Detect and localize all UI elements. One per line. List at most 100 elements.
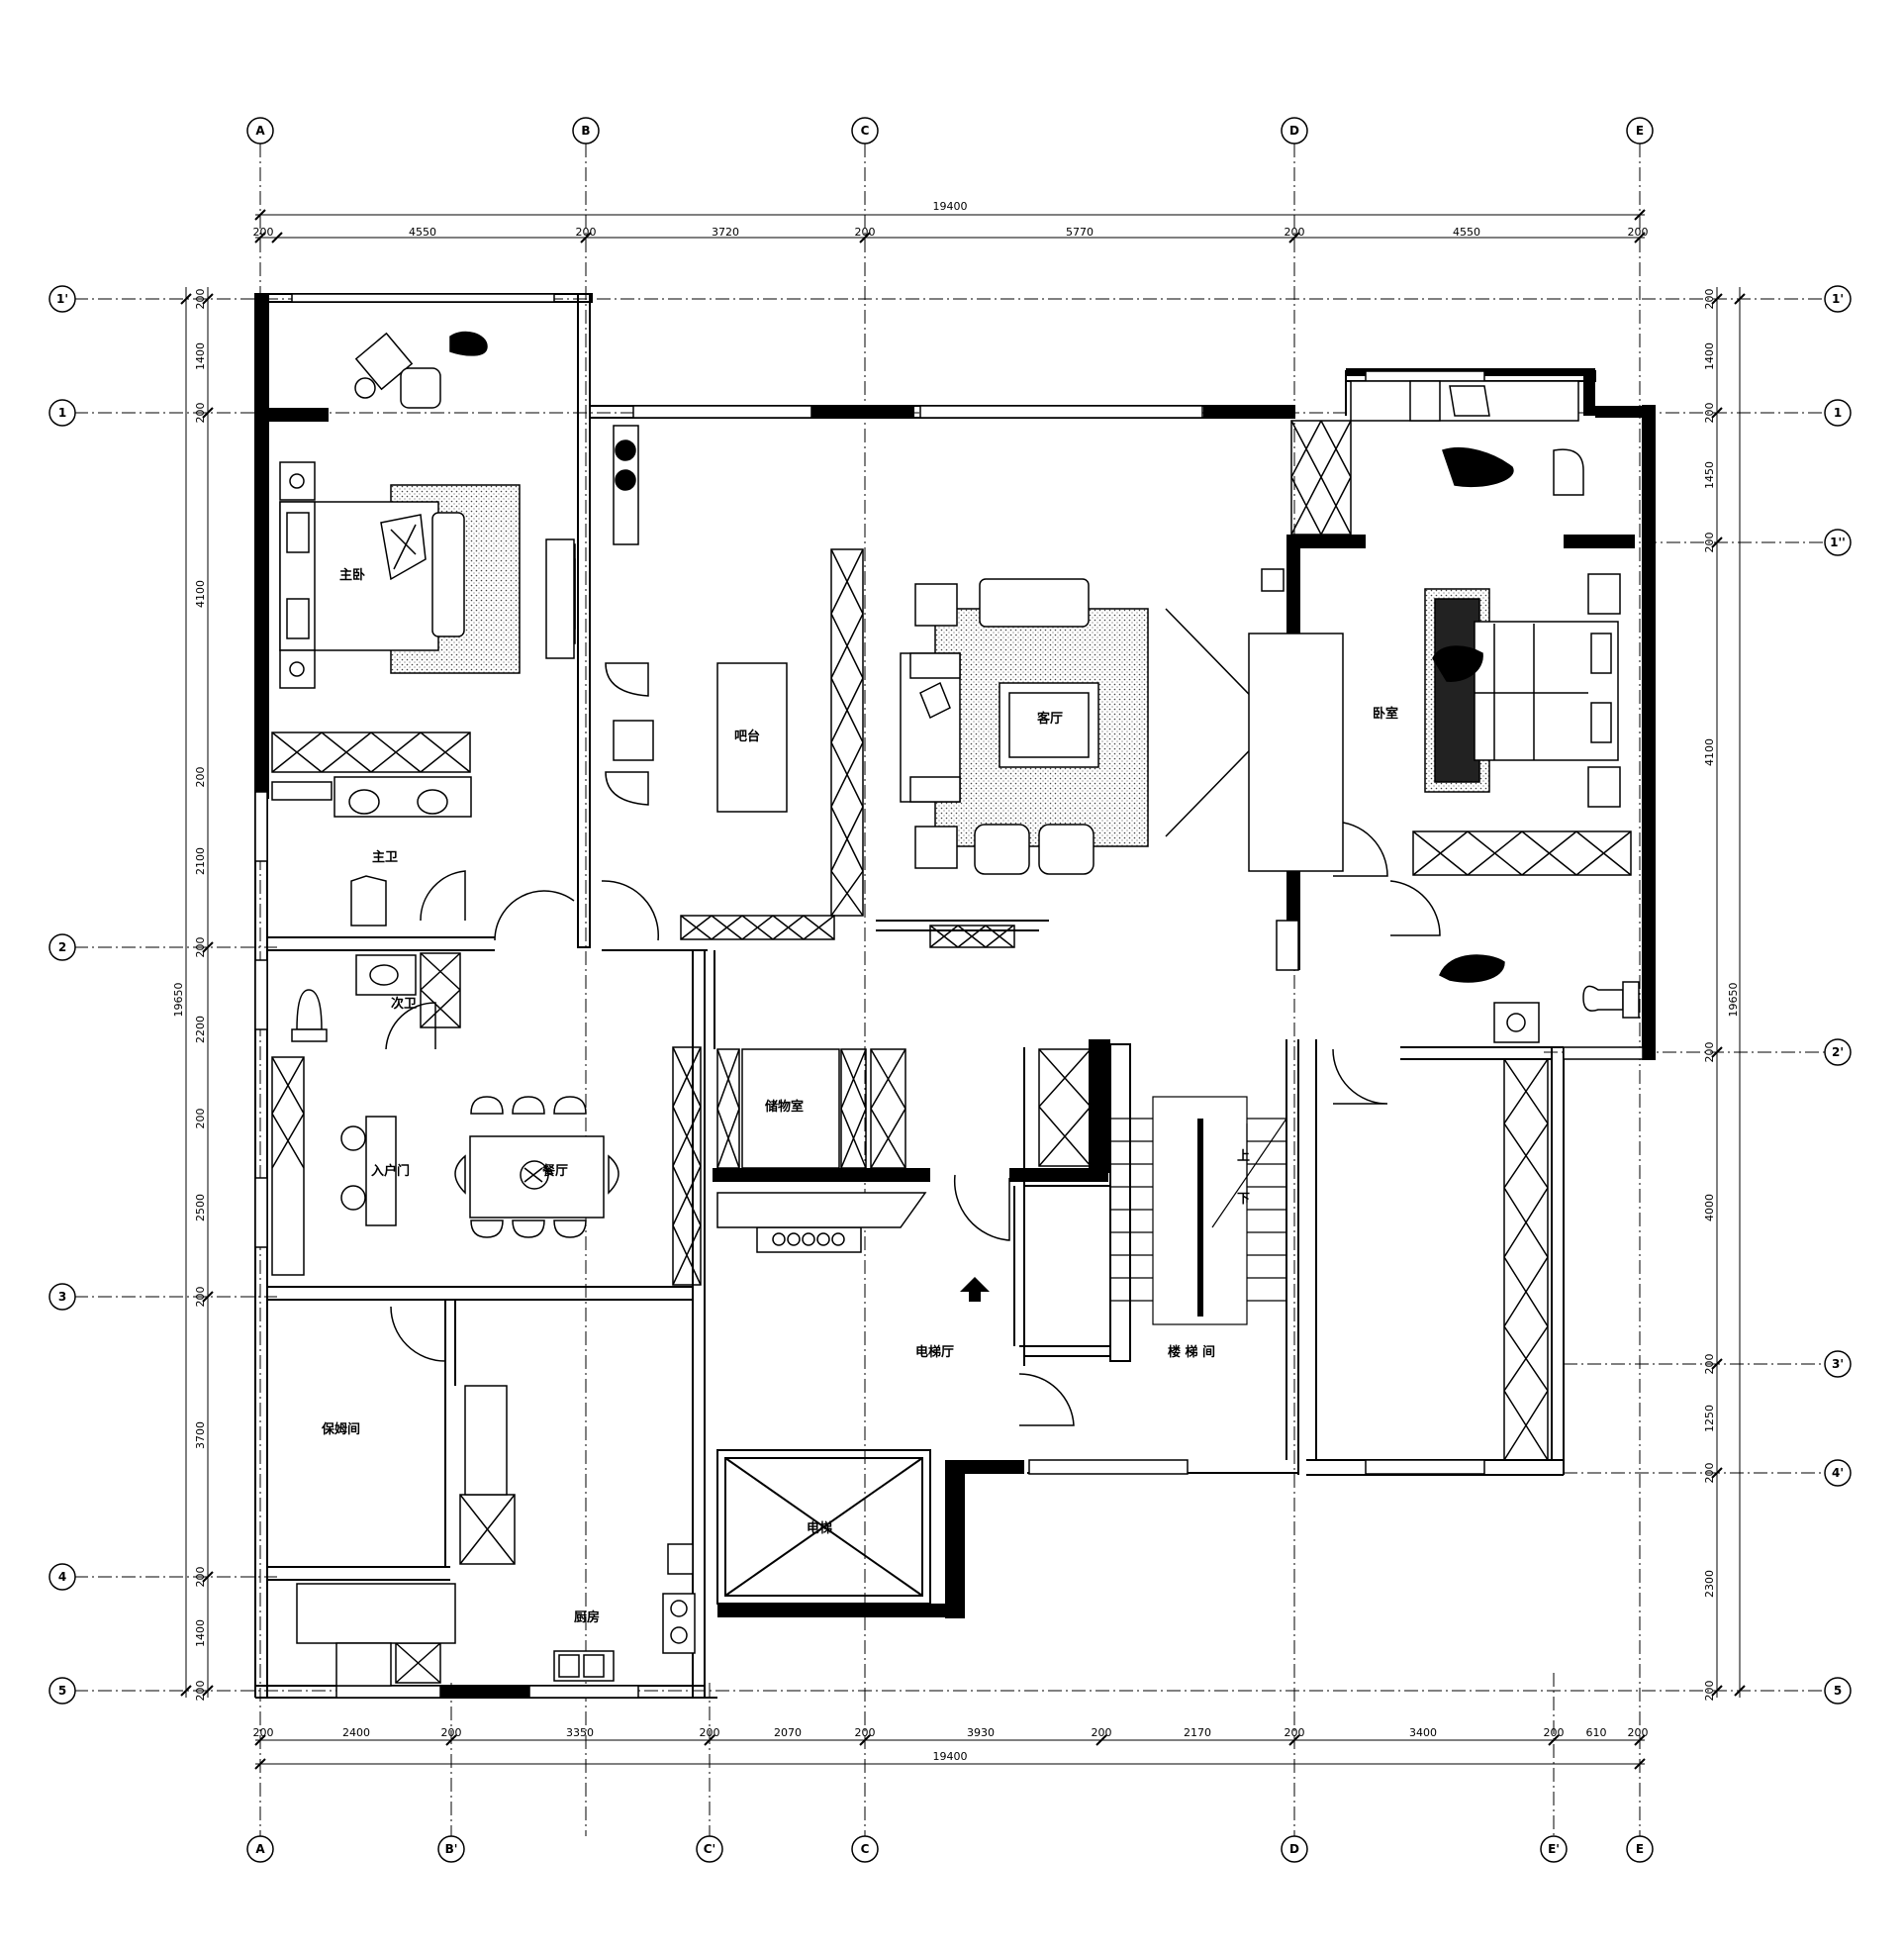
room-label-dining: 餐厅 bbox=[541, 1163, 568, 1179]
dim-bot-seg: 2070 bbox=[774, 1726, 802, 1739]
windows bbox=[254, 293, 1644, 1699]
dim-bot-wall: 200 bbox=[1544, 1726, 1565, 1739]
dim-bot-wall: 200 bbox=[1092, 1726, 1112, 1739]
axis-label: E' bbox=[1548, 1842, 1560, 1856]
dim-right-seg: 1250 bbox=[1703, 1405, 1716, 1432]
axis-label: C' bbox=[704, 1842, 715, 1856]
axis-label: B' bbox=[445, 1842, 458, 1856]
dim-right-seg: 1450 bbox=[1703, 461, 1716, 489]
dim-left-seg: 4100 bbox=[194, 580, 207, 608]
dim-right-small: 200 bbox=[1703, 1681, 1716, 1702]
room-label-guest-bath: 次卫 bbox=[391, 996, 417, 1012]
dim-right-seg: 2300 bbox=[1703, 1570, 1716, 1598]
armchair bbox=[979, 578, 1090, 628]
axis-label: A bbox=[255, 124, 265, 138]
axis-label: D bbox=[1289, 124, 1299, 138]
axis-label: 4' bbox=[1832, 1466, 1844, 1480]
dim-right-small: 200 bbox=[1703, 403, 1716, 424]
axis-label: 3' bbox=[1832, 1357, 1844, 1371]
elevator-shaft bbox=[716, 1449, 931, 1605]
dim-bot-wall: 200 bbox=[1285, 1726, 1305, 1739]
doors bbox=[385, 608, 1441, 1426]
dim-top-wall: 200 bbox=[1628, 226, 1649, 239]
dim-bot-seg: 3930 bbox=[967, 1726, 995, 1739]
dim-right-seg: 4100 bbox=[1703, 738, 1716, 766]
dim-right-small: 200 bbox=[1703, 1042, 1716, 1063]
dim-left-small: 200 bbox=[194, 1567, 207, 1588]
dim-left-seg: 2500 bbox=[194, 1194, 207, 1221]
room-label-elevator: 电梯 bbox=[807, 1520, 832, 1536]
kitchen-counter bbox=[464, 1385, 508, 1496]
room-label-entry: 入户门 bbox=[371, 1163, 410, 1179]
dim-top-seg: 5770 bbox=[1066, 226, 1094, 239]
dim-left-seg: 3700 bbox=[194, 1421, 207, 1449]
dim-right-total: 19650 bbox=[1727, 983, 1740, 1018]
axis-label: A bbox=[255, 1842, 265, 1856]
room-label-island: 吧台 bbox=[734, 729, 760, 744]
axis-label: E bbox=[1636, 1842, 1644, 1856]
dim-left-small: 200 bbox=[194, 403, 207, 424]
dim-left-small: 200 bbox=[194, 1287, 207, 1308]
dim-right-small: 200 bbox=[1703, 533, 1716, 553]
stair-handrail bbox=[1197, 1119, 1203, 1317]
axis-label: C bbox=[861, 1842, 870, 1856]
axis-label: 5 bbox=[1834, 1684, 1842, 1698]
dimension-chains bbox=[185, 214, 1741, 1765]
dim-left-seg: 1400 bbox=[194, 342, 207, 370]
dim-left-small: 200 bbox=[194, 289, 207, 310]
furniture bbox=[271, 331, 1640, 1687]
axis-label: 4 bbox=[58, 1570, 66, 1584]
dim-bot-seg: 3400 bbox=[1409, 1726, 1437, 1739]
dimension-labels: 19400 200 4550 200 3720 200 5770 200 455… bbox=[172, 200, 1740, 1763]
dim-left-small: 200 bbox=[194, 1681, 207, 1702]
dim-left-seg: 1400 bbox=[194, 1619, 207, 1647]
axis-label: 2 bbox=[58, 940, 66, 954]
dim-left-small: 200 bbox=[194, 937, 207, 958]
dim-right-small: 200 bbox=[1703, 289, 1716, 310]
room-label-master-bath: 主卫 bbox=[372, 849, 398, 865]
staircase bbox=[1110, 1096, 1287, 1325]
dim-top-wall: 200 bbox=[576, 226, 597, 239]
dim-bot-seg: 3350 bbox=[566, 1726, 594, 1739]
dim-left-small: 200 bbox=[194, 1109, 207, 1129]
axis-label: 1'' bbox=[1830, 536, 1846, 549]
dim-left-seg: 2100 bbox=[194, 847, 207, 875]
axis-label: B bbox=[581, 124, 590, 138]
axis-label: 5 bbox=[58, 1684, 66, 1698]
dimension-ticks bbox=[180, 209, 1746, 1770]
room-labels: 主卧 主卫 次卫 吧台 客厅 卧室 入户门 餐厅 储物室 保姆间 厨房 电梯厅 … bbox=[321, 567, 1398, 1625]
room-label-stair-hall: 楼 梯 间 bbox=[1168, 1344, 1215, 1360]
axis-label: 3 bbox=[58, 1290, 66, 1304]
tv-wall bbox=[1248, 633, 1344, 872]
bar-counter bbox=[365, 1116, 397, 1226]
dim-bot-total: 19400 bbox=[933, 1750, 968, 1763]
dim-left-seg: 2200 bbox=[194, 1016, 207, 1043]
axis-label: 1' bbox=[1832, 292, 1844, 306]
dim-bot-seg: 2400 bbox=[342, 1726, 370, 1739]
dim-right-seg: 4000 bbox=[1703, 1194, 1716, 1221]
axis-label: E bbox=[1636, 124, 1644, 138]
dim-bot-wall: 200 bbox=[700, 1726, 720, 1739]
dim-top-wall: 200 bbox=[855, 226, 876, 239]
dim-top-total: 19400 bbox=[933, 200, 968, 213]
dim-top-seg: 4550 bbox=[409, 226, 436, 239]
island-table bbox=[716, 662, 788, 813]
room-label-nanny: 保姆间 bbox=[321, 1421, 360, 1437]
stair-down-label: 下 bbox=[1237, 1192, 1250, 1207]
room-label-elevator-hall: 电梯厅 bbox=[915, 1344, 954, 1360]
room-label-storage: 储物室 bbox=[764, 1099, 804, 1115]
dim-right-small: 200 bbox=[1703, 1354, 1716, 1375]
axis-bubbles bbox=[48, 117, 1852, 1863]
axis-label: D bbox=[1289, 1842, 1299, 1856]
room-label-kitchen: 厨房 bbox=[574, 1610, 600, 1625]
dim-bot-seg: 2170 bbox=[1184, 1726, 1211, 1739]
dim-top-wall: 200 bbox=[253, 226, 274, 239]
dim-left-small: 200 bbox=[194, 767, 207, 788]
axis-label: 1 bbox=[1834, 406, 1842, 420]
room-label-bedroom2: 卧室 bbox=[1373, 706, 1398, 722]
dim-top-seg: 3720 bbox=[712, 226, 739, 239]
room-label-living: 客厅 bbox=[1037, 711, 1063, 727]
stair-up-label: 上 bbox=[1237, 1149, 1250, 1164]
dim-top-wall: 200 bbox=[1285, 226, 1305, 239]
axis-label: C bbox=[861, 124, 870, 138]
